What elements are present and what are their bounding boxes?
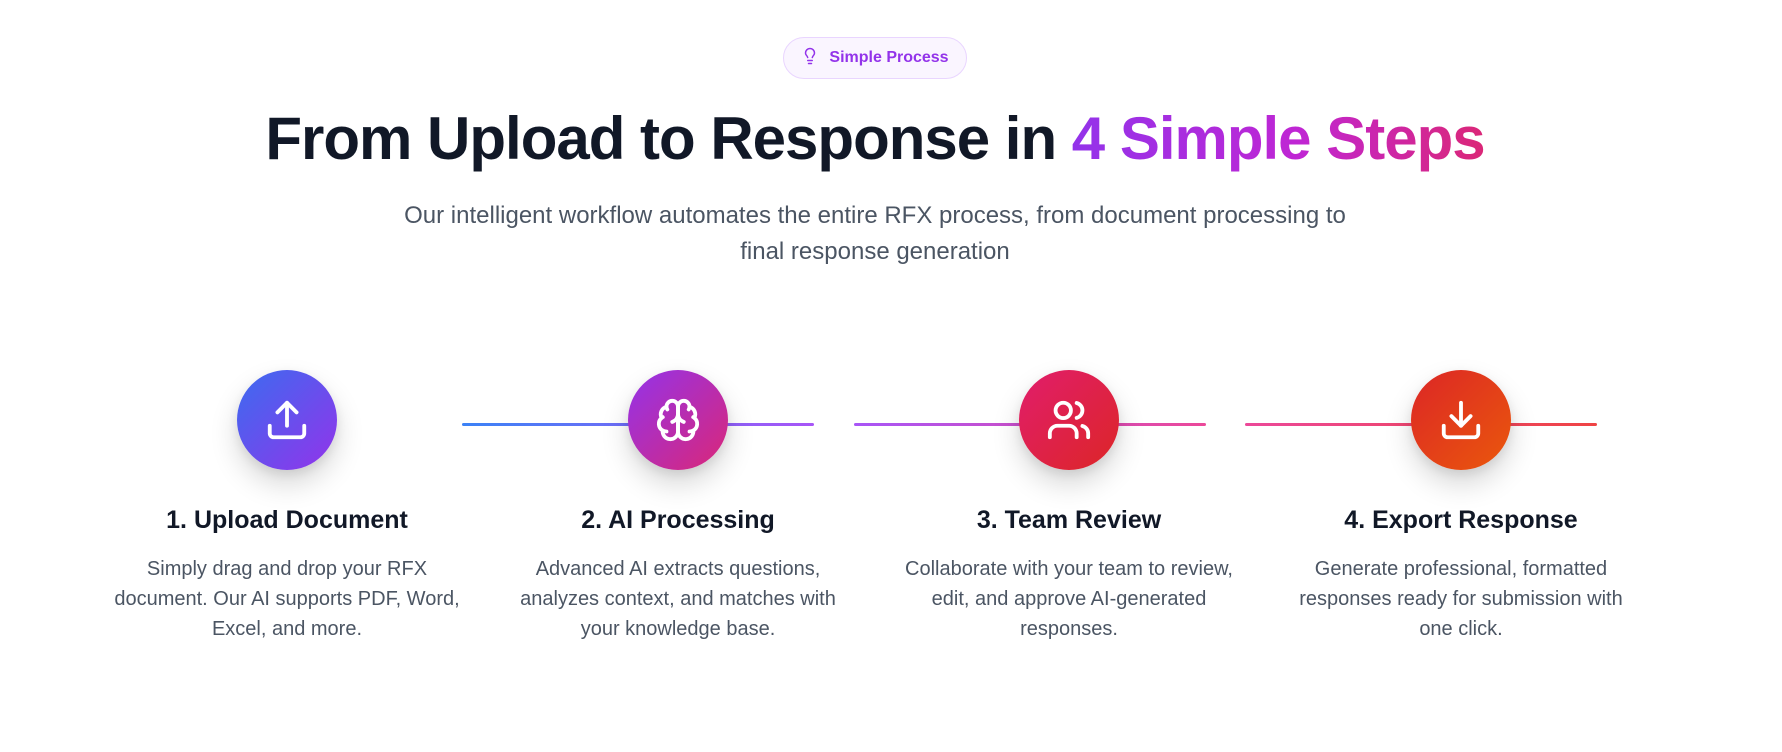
- section-subtitle: Our intelligent workflow automates the e…: [404, 202, 1346, 265]
- title-highlight: 4 Simple Steps: [1071, 105, 1486, 172]
- step-upload-document: 1. Upload Document Simply drag and drop …: [97, 370, 477, 644]
- step-title: 2. AI Processing: [581, 506, 775, 534]
- step-description: Simply drag and drop your RFX document. …: [114, 558, 460, 640]
- brain-icon: [628, 370, 728, 470]
- badge-label: Simple Process: [829, 49, 949, 66]
- lightbulb-icon: [801, 47, 819, 70]
- section-title: From Upload to Response in 4 Simple Step…: [0, 104, 1750, 173]
- step-description: Advanced AI extracts questions, analyzes…: [520, 558, 836, 640]
- step-title: 1. Upload Document: [166, 506, 408, 534]
- step-ai-processing: 2. AI Processing Advanced AI extracts qu…: [488, 370, 868, 644]
- upload-icon: [237, 370, 337, 470]
- users-icon: [1019, 370, 1119, 470]
- step-description: Collaborate with your team to review, ed…: [905, 558, 1233, 640]
- step-title: 4. Export Response: [1344, 506, 1578, 534]
- step-export-response: 4. Export Response Generate professional…: [1271, 370, 1651, 644]
- step-team-review: 3. Team Review Collaborate with your tea…: [879, 370, 1259, 644]
- title-prefix: From Upload to Response in: [265, 105, 1072, 172]
- simple-process-badge: Simple Process: [783, 37, 967, 79]
- step-title: 3. Team Review: [976, 506, 1162, 534]
- download-icon: [1411, 370, 1511, 470]
- step-description: Generate professional, formatted respons…: [1299, 558, 1623, 640]
